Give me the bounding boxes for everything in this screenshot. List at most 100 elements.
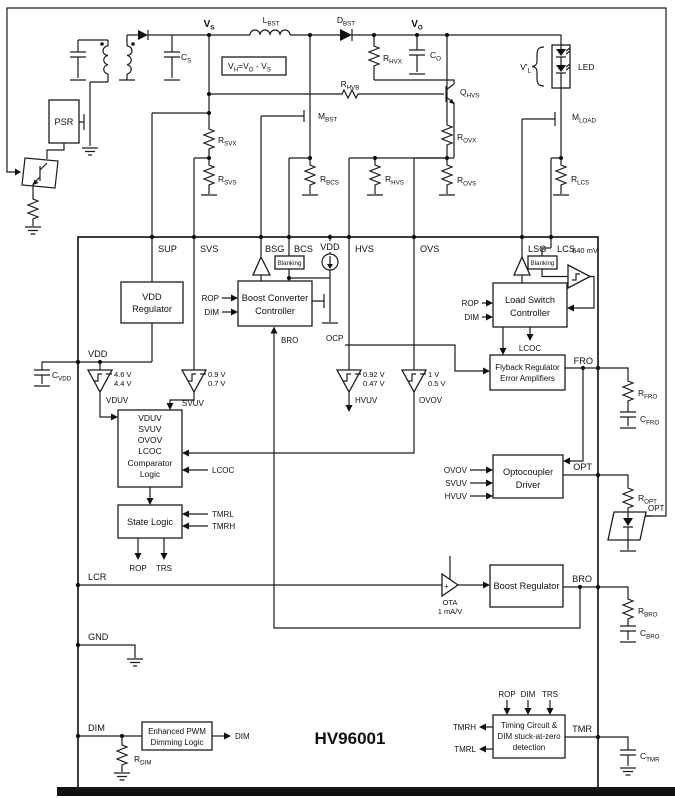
pwm-line2: Dimming Logic xyxy=(151,738,204,747)
vo-node-label: VO xyxy=(411,19,423,32)
psr-block xyxy=(48,99,80,144)
formula-box xyxy=(221,56,287,76)
qhvs-label: QHVS xyxy=(460,87,479,100)
rhvx-label: RHVX xyxy=(383,53,402,66)
opto-feedback-loop-wire xyxy=(6,7,667,517)
cs-capacitor xyxy=(164,35,180,81)
lcoc-out-label: LCOC xyxy=(519,344,541,353)
rsvx-label: RSVX xyxy=(218,135,237,148)
cbro-label: CBRO xyxy=(640,628,660,641)
ic-internals: Blanking OCP Boost Converter Controller … xyxy=(78,237,598,781)
comparator-logic-block xyxy=(117,409,183,488)
ocp-wire xyxy=(345,344,483,372)
right-external-networks: RFRO CFRO ROPT OPT RBRO CBRO CTMR xyxy=(598,367,665,776)
dbst-label: DBST xyxy=(337,15,355,28)
sl-tmrh-label: TMRH xyxy=(212,522,235,531)
bcc-dim-label: DIM xyxy=(204,308,219,317)
pin-label-dim: DIM xyxy=(88,723,105,733)
rovs-label: ROVS xyxy=(457,175,476,188)
gnd-wire xyxy=(78,644,143,667)
cl-lcoc-label: LCOC xyxy=(212,466,234,475)
svuv-name: SVUV xyxy=(182,399,204,408)
ovov-hi: 1 V xyxy=(428,370,439,379)
vl-brace xyxy=(531,46,545,87)
pin-label-ovs: OVS xyxy=(420,244,439,254)
lsc-rop-label: ROP xyxy=(462,299,479,308)
lsc-line1: Load Switch xyxy=(505,295,555,305)
ovov-lo: 0.5 V xyxy=(428,379,446,388)
lsc-line2: Controller xyxy=(510,308,550,318)
rovs-resistor xyxy=(441,163,453,189)
mbst-label: MBST xyxy=(318,111,337,124)
ctmr-label: CTMR xyxy=(640,751,660,764)
ota-label: OTA xyxy=(443,598,458,607)
flyback-line2: Error Amplifiers xyxy=(500,374,555,383)
co-capacitor xyxy=(409,35,425,75)
lcs-640mv-comparator xyxy=(567,263,592,290)
sl-tmrl-label: TMRL xyxy=(212,510,234,519)
bcc-rop-label: ROP xyxy=(202,294,219,303)
ota-plus: + xyxy=(444,582,449,591)
cvdd-label: CVDD xyxy=(52,370,72,383)
transformer-secondary-coil xyxy=(126,45,133,75)
cl-row6: Logic xyxy=(140,469,161,479)
vl-label: V'L xyxy=(520,62,531,75)
mload-label: MLOAD xyxy=(572,112,596,125)
optocoupler-driver-block xyxy=(492,454,564,499)
lbst-label: LBST xyxy=(263,15,280,28)
bottom-border-bar xyxy=(57,787,675,796)
co-label: CO xyxy=(430,50,441,63)
timing-trs-label: TRS xyxy=(542,690,558,699)
cs-label: CS xyxy=(181,52,191,65)
rovx-label: ROVX xyxy=(457,132,476,145)
lsc-dim-label: DIM xyxy=(464,313,479,322)
ota-gain-label: 1 mA/V xyxy=(438,607,463,616)
rhvx-resistor xyxy=(368,44,380,70)
left-external-components: CVDD xyxy=(34,361,78,387)
svuv-hi: 0.9 V xyxy=(208,370,226,379)
cl-row1: VDUV xyxy=(138,413,162,423)
pin-label-opt: OPT xyxy=(573,462,592,472)
comparator-ovov: 1 V 0.5 V OVOV xyxy=(182,369,446,457)
ropt-resistor xyxy=(622,486,634,512)
bcc-line2: Controller xyxy=(255,306,295,316)
comparator-hvuv: 0.92 V 0.47 V HVUV xyxy=(335,369,385,412)
boost-converter-controller-block xyxy=(237,280,313,327)
rfro-label: RFRO xyxy=(638,388,657,401)
timing-rop-label: ROP xyxy=(498,690,515,699)
rbcs-resistor xyxy=(304,163,316,189)
rsvs-label: RSVS xyxy=(218,174,237,187)
rbro-label: RBRO xyxy=(638,606,658,619)
blanking-left-label: Blanking xyxy=(278,260,302,267)
sl-trs-label: TRS xyxy=(156,564,172,573)
pin-label-svs: SVS xyxy=(200,244,218,254)
cfro-label: CFRO xyxy=(640,414,659,427)
bcc-line1: Boost Converter xyxy=(242,293,308,303)
vddreg-line1: VDD xyxy=(142,292,162,302)
pin-label-lcs: LCS xyxy=(557,244,575,254)
rbro-resistor xyxy=(622,597,634,623)
rdim-resistor xyxy=(116,743,128,769)
flyback-primary-circuit: PSR xyxy=(21,30,250,235)
rfro-resistor xyxy=(622,379,634,405)
optocoupler-led xyxy=(607,511,647,541)
pin-label-bro: BRO xyxy=(572,574,592,584)
lcs-ref-label: 640 mV xyxy=(572,246,598,255)
od-svuv-label: SVUV xyxy=(445,479,467,488)
comparator-svuv: 0.9 V 0.7 V SVUV xyxy=(166,369,226,410)
led-label: LED xyxy=(578,62,595,72)
ota-amplifier xyxy=(441,572,460,598)
vduv-lo: 4.4 V xyxy=(114,379,132,388)
pin-label-bsg: BSG xyxy=(265,244,284,254)
qhvs-circuit xyxy=(348,35,455,370)
ocp-label: OCP xyxy=(326,334,343,343)
ic-boundary xyxy=(77,236,599,789)
vs-node-label: VS xyxy=(204,19,215,32)
vddreg-line2: Regulator xyxy=(132,304,172,314)
rhvb-label: RHVB xyxy=(341,79,360,92)
rlcs-resistor xyxy=(555,163,567,189)
vduv-hi: 4.6 V xyxy=(114,370,132,379)
timing-dim-label: DIM xyxy=(521,690,536,699)
opt-external-label: OPT xyxy=(648,504,665,513)
